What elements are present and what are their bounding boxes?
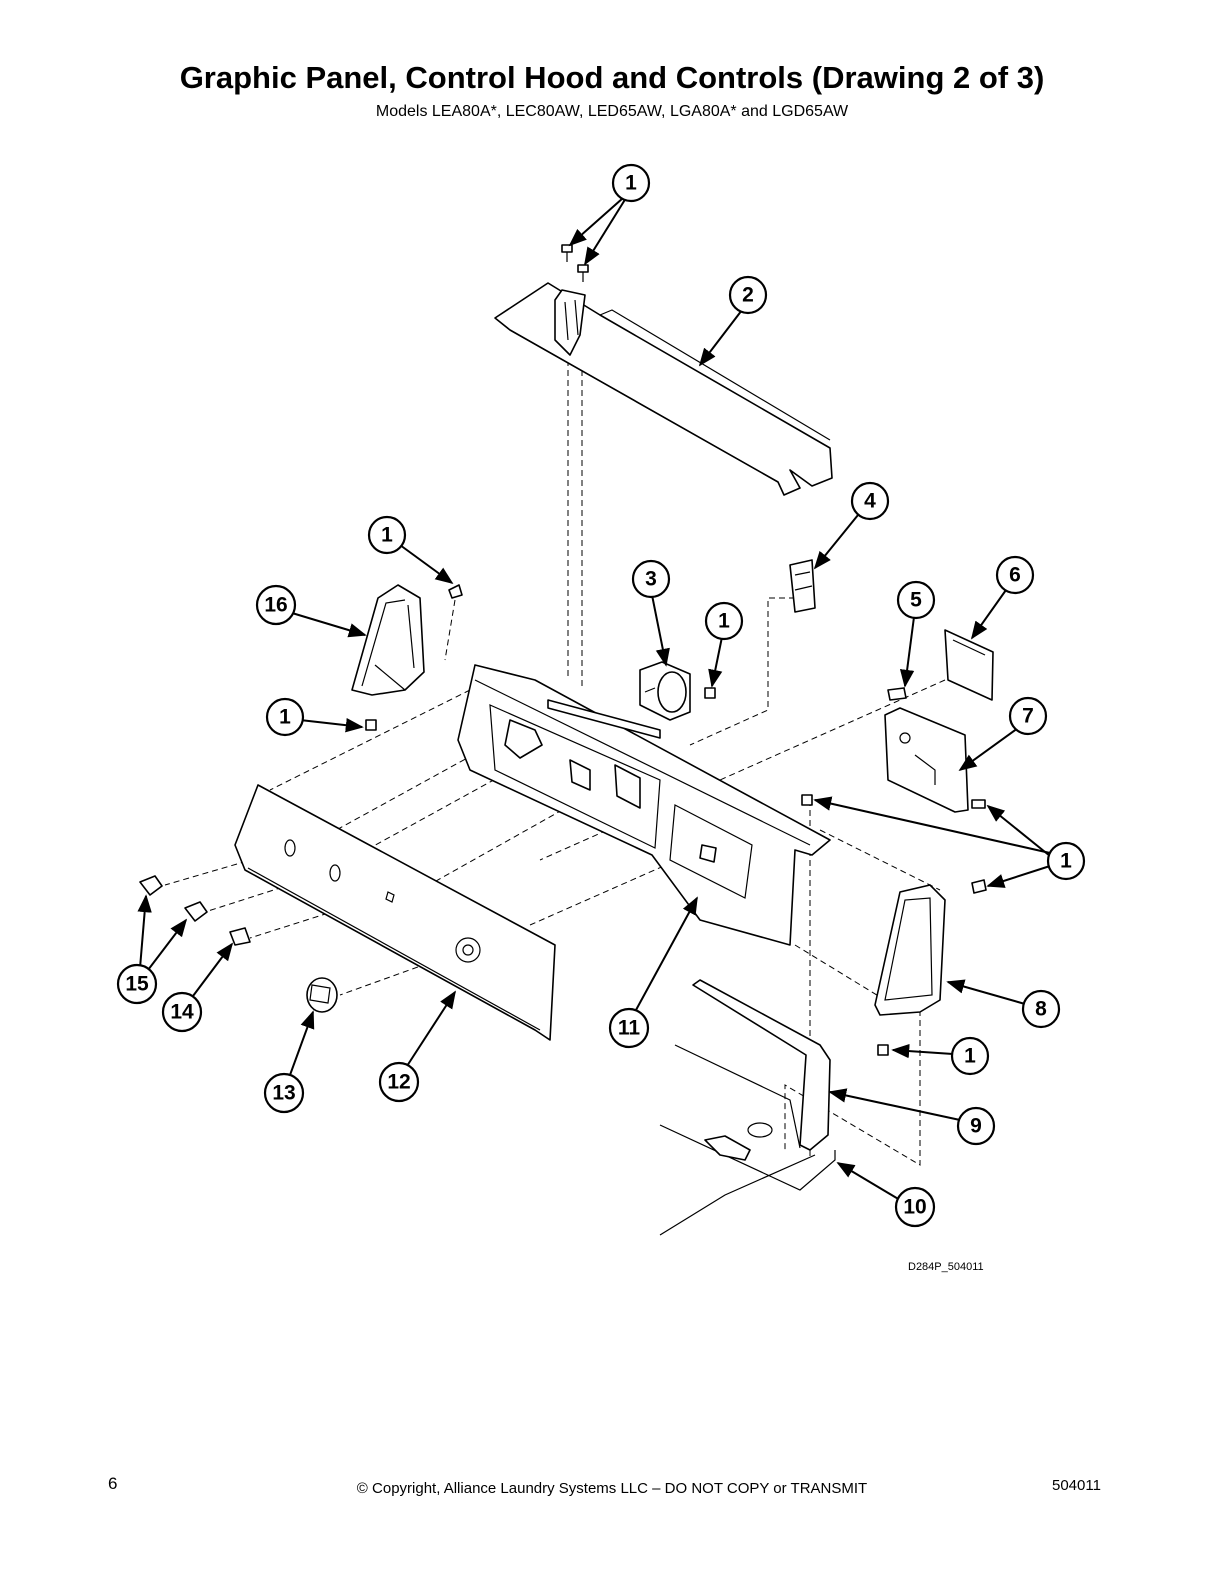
callout-4: 4 bbox=[850, 481, 890, 521]
clip bbox=[887, 687, 907, 701]
svg-text:10: 10 bbox=[903, 1196, 926, 1219]
control-hood bbox=[494, 282, 833, 496]
svg-text:11: 11 bbox=[618, 1017, 641, 1040]
callout-9: 9 bbox=[956, 1106, 996, 1146]
svg-text:3: 3 bbox=[645, 568, 657, 591]
right-end-cap bbox=[801, 794, 987, 1056]
callout-7: 7 bbox=[1008, 696, 1048, 736]
page-subtitle: Models LEA80A*, LEC80AW, LED65AW, LGA80A… bbox=[375, 103, 849, 120]
callout-1: 1 bbox=[1046, 841, 1086, 881]
svg-text:15: 15 bbox=[125, 973, 149, 996]
control-module bbox=[884, 707, 986, 813]
callout-11: 11 bbox=[608, 1007, 650, 1049]
callout-2: 2 bbox=[728, 275, 768, 315]
svg-text:1: 1 bbox=[718, 610, 730, 633]
hood-screws bbox=[561, 244, 589, 282]
svg-text:1: 1 bbox=[381, 524, 393, 547]
svg-text:2: 2 bbox=[742, 284, 754, 307]
callout-1: 1 bbox=[704, 601, 744, 641]
svg-text:1: 1 bbox=[964, 1045, 976, 1068]
callout-12: 12 bbox=[378, 1061, 420, 1103]
svg-text:1: 1 bbox=[625, 172, 637, 195]
callout-10: 10 bbox=[894, 1186, 936, 1228]
svg-text:1: 1 bbox=[1060, 850, 1072, 873]
svg-text:9: 9 bbox=[970, 1115, 982, 1138]
graphic-panel bbox=[234, 784, 556, 1041]
svg-text:7: 7 bbox=[1022, 705, 1034, 728]
callout-6: 6 bbox=[995, 555, 1035, 595]
svg-text:13: 13 bbox=[272, 1082, 295, 1105]
svg-text:5: 5 bbox=[910, 589, 922, 612]
callout-14: 14 bbox=[161, 991, 203, 1033]
end-cap-screws bbox=[365, 584, 463, 731]
page-number: 6 bbox=[108, 1474, 118, 1493]
leader-arrows bbox=[137, 197, 1051, 1201]
svg-text:4: 4 bbox=[864, 490, 876, 513]
callout-16: 16 bbox=[255, 584, 297, 626]
document-number: 504011 bbox=[1052, 1477, 1101, 1494]
svg-text:16: 16 bbox=[264, 594, 287, 617]
callout-13: 13 bbox=[263, 1072, 305, 1114]
callout-1: 1 bbox=[611, 163, 651, 203]
page-title: Graphic Panel, Control Hood and Controls… bbox=[179, 60, 1045, 95]
svg-text:1: 1 bbox=[279, 706, 291, 729]
control-board bbox=[944, 629, 994, 701]
callout-1: 1 bbox=[367, 515, 407, 555]
callout-8: 8 bbox=[1021, 989, 1061, 1029]
callout-15: 15 bbox=[116, 963, 158, 1005]
figure-code: D284P_504011 bbox=[908, 1261, 984, 1273]
console-frame bbox=[457, 664, 831, 946]
knobs bbox=[139, 875, 338, 1013]
svg-text:14: 14 bbox=[170, 1001, 194, 1024]
callout-3: 3 bbox=[631, 559, 671, 599]
copyright-notice: © Copyright, Alliance Laundry Systems LL… bbox=[356, 1480, 868, 1497]
callout-1: 1 bbox=[950, 1036, 990, 1076]
bracket-and-top bbox=[659, 979, 836, 1236]
svg-text:8: 8 bbox=[1035, 998, 1047, 1021]
timer bbox=[639, 661, 716, 721]
callout-1: 1 bbox=[265, 697, 305, 737]
selector-switch bbox=[789, 559, 816, 613]
callout-5: 5 bbox=[896, 580, 936, 620]
svg-text:6: 6 bbox=[1009, 564, 1021, 587]
left-end-cap bbox=[351, 584, 425, 696]
svg-text:12: 12 bbox=[387, 1071, 410, 1094]
